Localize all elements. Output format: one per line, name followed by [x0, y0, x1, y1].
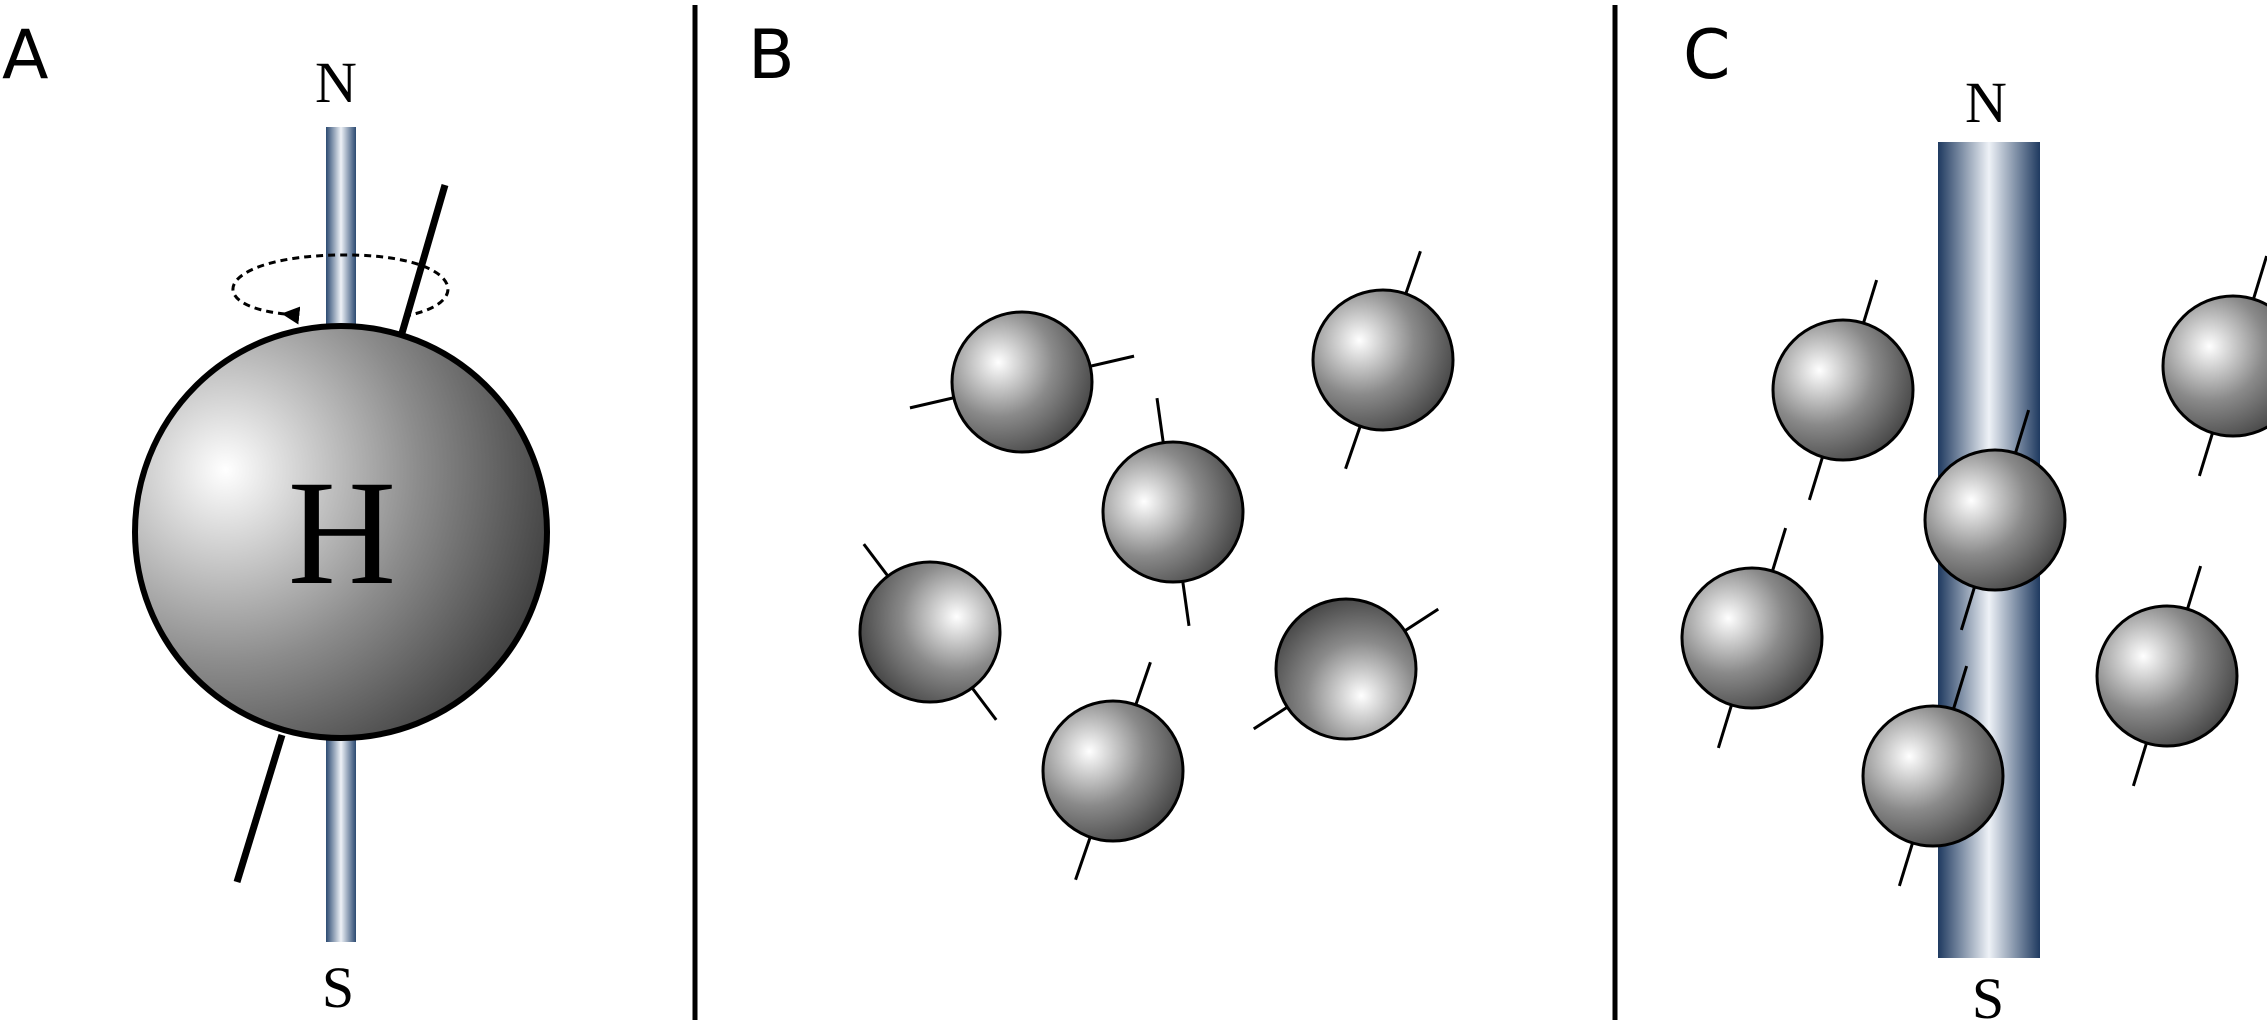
panel-c: C N S [1680, 16, 2267, 1025]
nucleus [1252, 597, 1440, 741]
nucleus [2095, 565, 2239, 787]
panel-b-random-nuclei [858, 250, 1455, 881]
nucleus [1680, 527, 1824, 749]
nucleus-sphere [1861, 704, 2005, 848]
precession-dashed-ellipse [231, 253, 450, 325]
panel-c-south-label: S [1972, 966, 2004, 1025]
nucleus [2161, 255, 2267, 477]
panel-b-label: B [748, 16, 795, 95]
panel-a-spin-axis-bottom [233, 733, 286, 884]
nucleus-sphere [858, 560, 1002, 704]
panel-a-south-label: S [322, 955, 354, 1020]
nucleus [1311, 250, 1455, 470]
nucleus [1771, 279, 1915, 501]
nucleus-sphere [1923, 448, 2067, 592]
nucleus-sphere [1771, 318, 1915, 462]
nucleus-sphere [1274, 597, 1418, 741]
panel-a: A N S H [2, 16, 550, 1020]
nucleus-sphere [1311, 288, 1455, 432]
panel-a-label: A [2, 16, 49, 95]
nucleus-sphere [1101, 440, 1245, 584]
nucleus [1101, 397, 1245, 627]
nucleus [1923, 409, 2067, 631]
nucleus [909, 310, 1135, 454]
hydrogen-nucleus [132, 323, 550, 741]
nucleus-sphere [1680, 566, 1824, 710]
precession-arrow-icon [370, 225, 457, 257]
nucleus [1861, 665, 2005, 887]
panel-c-label: C [1683, 16, 1730, 95]
panel-b: B [748, 16, 1455, 881]
hydrogen-label: H [288, 450, 396, 616]
nucleus-sphere [2161, 294, 2267, 438]
nucleus-sphere [950, 310, 1094, 454]
nucleus-sphere [1041, 699, 1185, 843]
panel-c-aligned-nuclei [1680, 255, 2267, 887]
panel-c-north-label: N [1965, 70, 2007, 135]
panel-a-spin-axis-top [396, 184, 449, 341]
panel-a-north-label: N [315, 50, 357, 115]
nucleus [1041, 661, 1185, 881]
nucleus [858, 543, 1002, 721]
nucleus-sphere [2095, 604, 2239, 748]
